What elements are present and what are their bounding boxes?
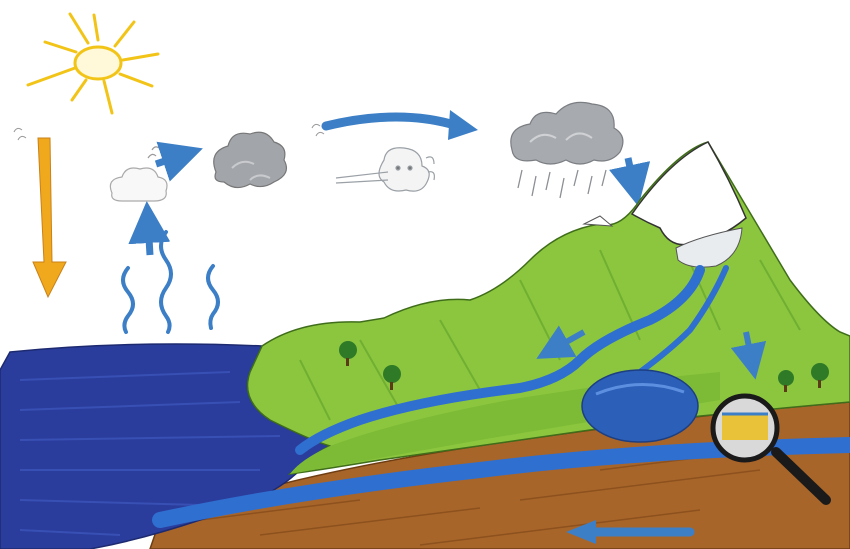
lake-icon bbox=[582, 370, 698, 442]
evaporation-arrow-icon bbox=[148, 222, 150, 255]
